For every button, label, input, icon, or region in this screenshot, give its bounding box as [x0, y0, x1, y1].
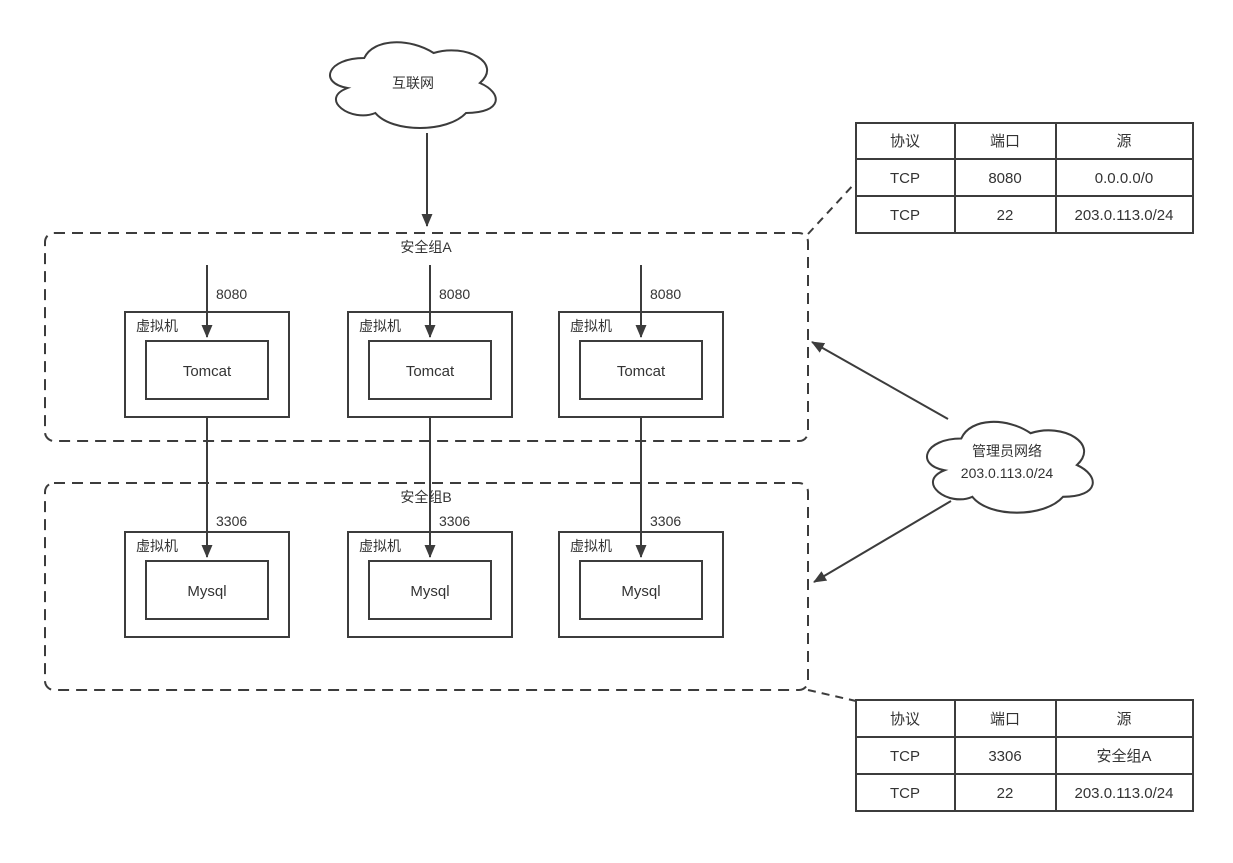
table-cell: 203.0.113.0/24: [1075, 207, 1174, 224]
cloud-shape: [926, 420, 1094, 514]
vm-mysql-2: 虚拟机 Mysql 3306: [347, 513, 513, 638]
table-cell: TCP: [890, 207, 920, 224]
table-cell: TCP: [890, 785, 920, 802]
tomcat-label: Tomcat: [183, 363, 232, 380]
security-group-b-box: [44, 482, 809, 691]
admin-to-group-b-arrow: [813, 500, 952, 583]
port-8080-label: 8080: [650, 286, 681, 302]
security-group-b-label: 安全组B: [400, 489, 451, 505]
vm-mysql-1: 虚拟机 Mysql 3306: [124, 513, 290, 638]
table-cell: 22: [997, 207, 1014, 224]
tomcat-box: [145, 340, 269, 400]
internet-cloud: 互联网: [329, 41, 497, 129]
table-cell: 3306: [988, 748, 1021, 765]
table-cell: 8080: [988, 170, 1021, 187]
table-header-source: 源: [1116, 711, 1131, 728]
table-header-protocol: 协议: [890, 711, 920, 728]
vm-tomcat-3: 虚拟机 Tomcat 8080: [558, 265, 724, 418]
port-8080-label: 8080: [216, 286, 247, 302]
port-3306-label: 3306: [439, 513, 470, 529]
vm-label: 虚拟机: [359, 538, 401, 554]
table-cell: 安全组A: [1096, 747, 1151, 765]
table-border: [855, 699, 1194, 812]
mysql-box: [579, 560, 703, 620]
table-cell: TCP: [890, 170, 920, 187]
table-header-port: 端口: [990, 133, 1020, 150]
vm-label: 虚拟机: [136, 538, 178, 554]
tomcat-box: [368, 340, 492, 400]
cloud-shape: [329, 41, 497, 129]
mysql-box: [368, 560, 492, 620]
group-a-to-table-connector: [807, 181, 857, 235]
vm-label: 虚拟机: [359, 318, 401, 334]
port-3306-label: 3306: [216, 513, 247, 529]
vm-tomcat-2: 虚拟机 Tomcat 8080: [347, 265, 513, 418]
table-cell: 22: [997, 785, 1014, 802]
mysql-label: Mysql: [187, 583, 226, 600]
table-cell: 203.0.113.0/24: [1075, 785, 1174, 802]
admin-cloud-name: 管理员网络: [972, 443, 1042, 459]
table-border: [855, 122, 1194, 234]
security-group-a-label: 安全组A: [400, 239, 452, 255]
table-header-protocol: 协议: [890, 133, 920, 150]
mysql-label: Mysql: [410, 583, 449, 600]
vm-tomcat-1: 虚拟机 Tomcat 8080: [124, 265, 290, 418]
table-header-source: 源: [1116, 133, 1131, 150]
admin-cloud-cidr: 203.0.113.0/24: [961, 465, 1054, 481]
rule-table-b: 协议 端口 源 TCP 3306 安全组A TCP 22 203.0.113.0…: [855, 699, 1194, 812]
vm-box: [347, 531, 513, 638]
vm-box: [558, 531, 724, 638]
tomcat-label: Tomcat: [617, 363, 666, 380]
mysql-label: Mysql: [621, 583, 660, 600]
vm-mysql-3: 虚拟机 Mysql 3306: [558, 513, 724, 638]
admin-to-group-a-arrow: [811, 341, 949, 420]
security-group-a-box: [44, 232, 809, 442]
tomcat-box: [579, 340, 703, 400]
vm-box: [124, 531, 290, 638]
vm-label: 虚拟机: [570, 318, 612, 334]
rule-table-a: 协议 端口 源 TCP 8080 0.0.0.0/0 TCP 22 203.0.…: [855, 122, 1194, 234]
internet-cloud-label: 互联网: [392, 75, 434, 91]
table-header-port: 端口: [990, 711, 1020, 728]
table-cell: TCP: [890, 748, 920, 765]
mysql-box: [145, 560, 269, 620]
vm-label: 虚拟机: [136, 318, 178, 334]
table-cell: 0.0.0.0/0: [1095, 170, 1153, 187]
admin-network-cloud: 管理员网络 203.0.113.0/24: [926, 420, 1094, 514]
port-3306-label: 3306: [650, 513, 681, 529]
port-8080-label: 8080: [439, 286, 470, 302]
tomcat-label: Tomcat: [406, 363, 455, 380]
vm-label: 虚拟机: [570, 538, 612, 554]
group-b-to-table-connector: [807, 689, 857, 702]
